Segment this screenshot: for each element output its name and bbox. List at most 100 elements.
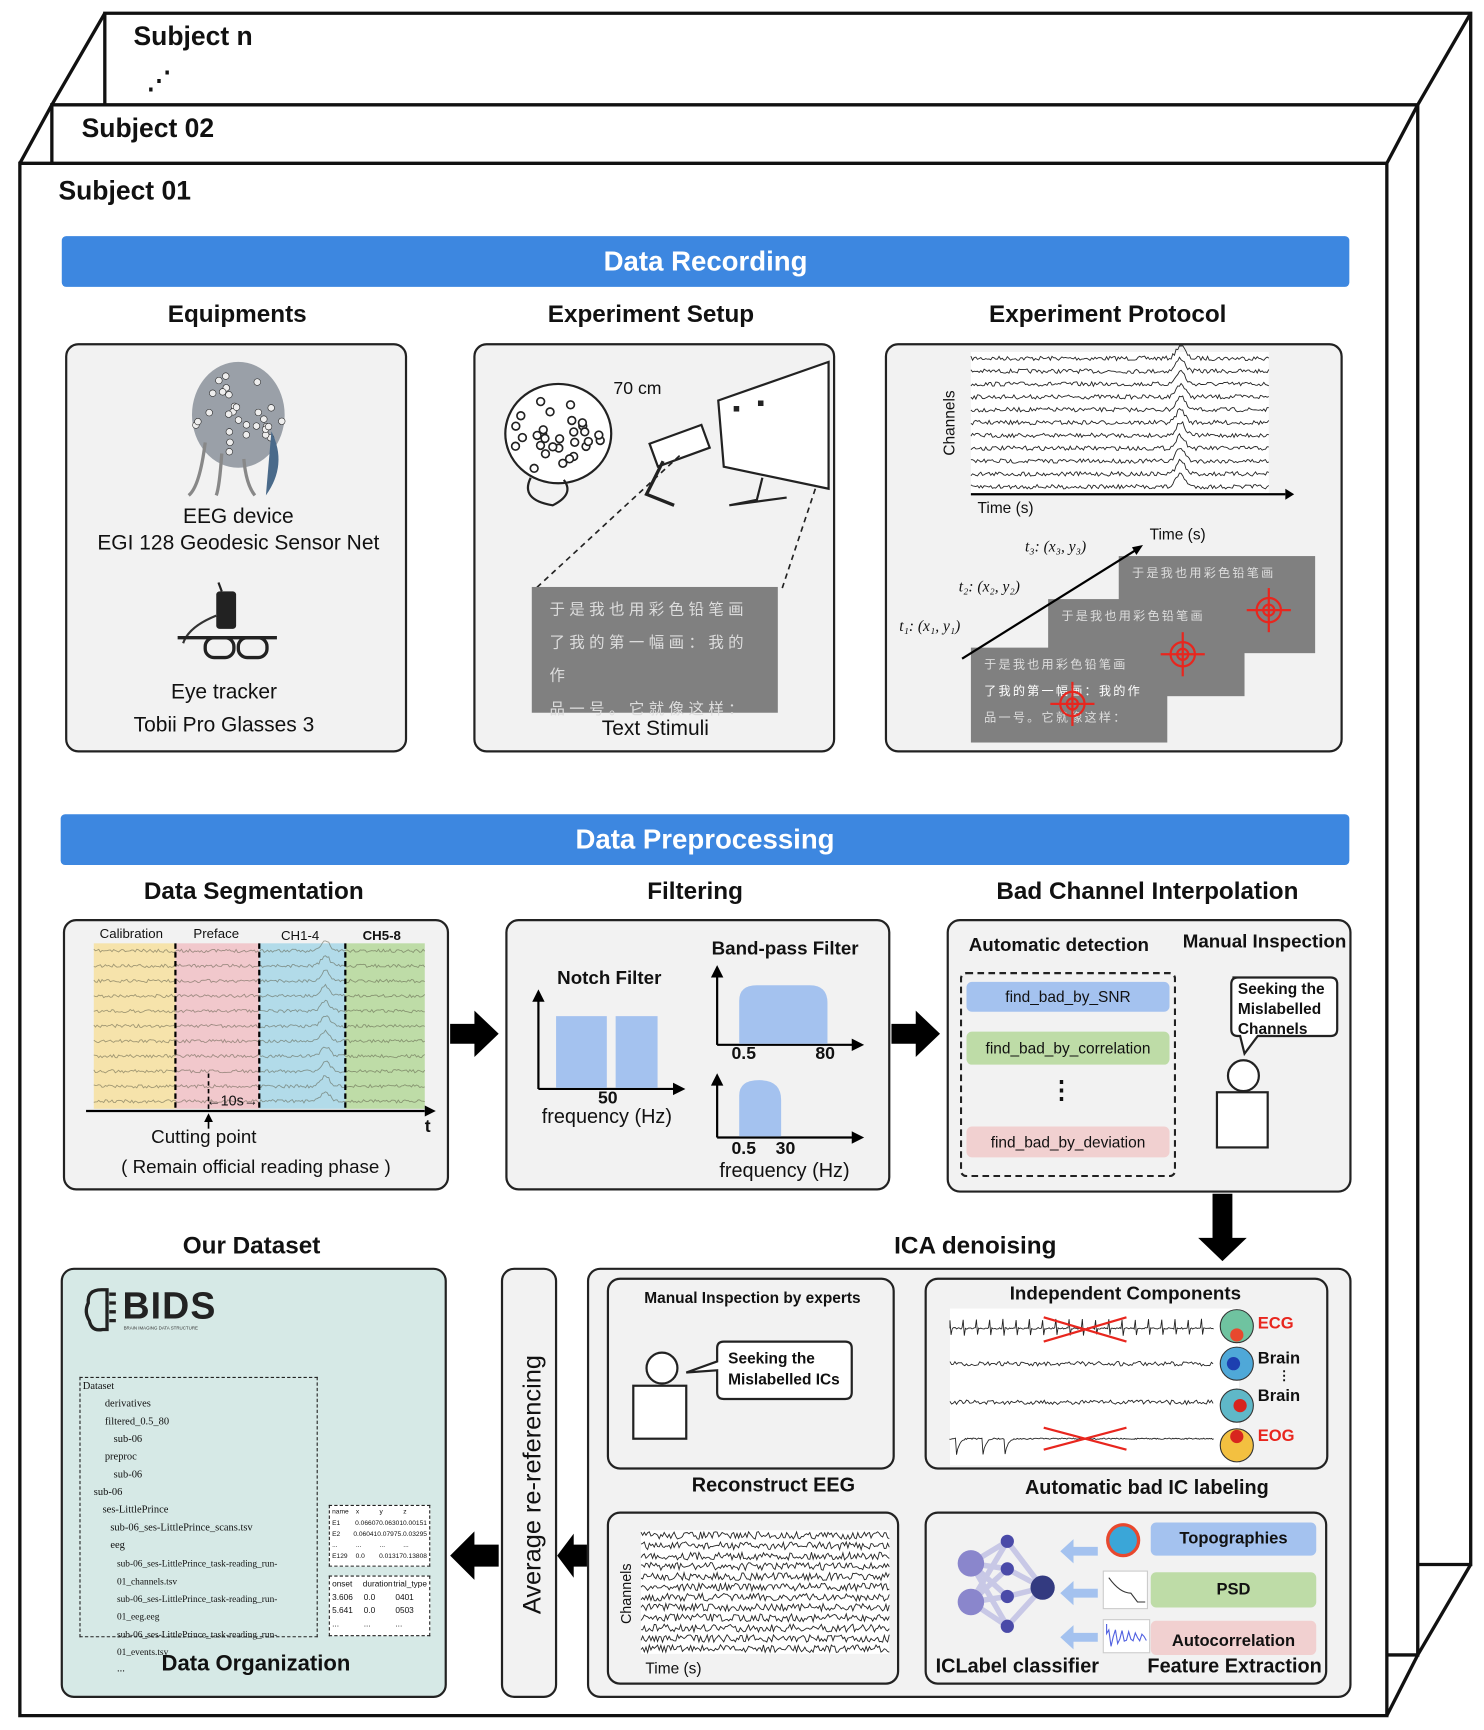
table-cell: 3.606 xyxy=(332,1592,353,1602)
feature-arrow-icon xyxy=(1060,1539,1098,1564)
tree-item: sub-06 xyxy=(113,1434,143,1446)
method-correlation: find_bad_by_correlation xyxy=(966,1031,1170,1065)
eeg-trace xyxy=(970,395,1269,413)
text-stimuli-label: Text Stimuli xyxy=(601,717,709,741)
tree-item: filtered_0.5_80 xyxy=(104,1416,170,1428)
table-cell: 0.01317 xyxy=(379,1553,404,1561)
table-cell: ... xyxy=(332,1618,340,1629)
frequency-axis-label: frequency (Hz) xyxy=(541,1105,672,1128)
tree-item: sub-06 xyxy=(113,1469,143,1481)
phase-label-calibration: Calibration xyxy=(99,925,163,942)
manual-inspection-label: Manual Inspection xyxy=(1182,931,1347,953)
bids-logo-subtitle: BRAIN IMAGING DATA STRUCTURE xyxy=(123,1325,198,1331)
electrode xyxy=(225,428,233,436)
electrode xyxy=(278,417,286,425)
bp2-low: 0.5 xyxy=(731,1139,757,1159)
table-cell: z xyxy=(403,1509,407,1516)
tree-item: sub-06_ses-LittlePrince_task-reading_run… xyxy=(116,1628,278,1658)
tree-item: sub-06_ses-LittlePrince_scans.tsv xyxy=(110,1522,253,1534)
electrode xyxy=(558,458,568,468)
tree-item: preproc xyxy=(104,1451,137,1463)
stimulus-frame-1: 于是我也用彩色铅笔画 了我的第一幅画：我的作 品一号。它就像这样： xyxy=(970,647,1168,743)
electrode xyxy=(535,396,546,407)
ic-label-brain: Brain xyxy=(1257,1349,1301,1369)
subject-02-label: Subject 02 xyxy=(81,113,215,144)
table-cell: duration xyxy=(362,1578,393,1589)
tree-item: ... xyxy=(116,1663,125,1675)
frequency-axis-label-2: frequency (Hz) xyxy=(719,1159,850,1182)
electrode xyxy=(242,421,251,429)
channels-axis-label: Channels xyxy=(617,1563,635,1625)
electrode xyxy=(264,423,273,431)
expert-person-icon xyxy=(632,1340,853,1440)
manual-inspection-title: Manual Inspection by experts xyxy=(644,1288,861,1307)
electrode xyxy=(254,408,262,417)
ellipsis-icon: ⋰ xyxy=(146,66,172,94)
bubble-line: Channels xyxy=(1237,1019,1308,1038)
eye-tracker-image xyxy=(177,582,277,660)
tree-item: eeg xyxy=(110,1540,125,1552)
eeg-trace xyxy=(970,421,1269,439)
detection-methods-group xyxy=(959,972,1177,1178)
tree-item: sub-06 xyxy=(93,1487,123,1499)
subject-n-label: Subject n xyxy=(133,22,253,52)
tree-item: derivatives xyxy=(104,1398,151,1411)
gaze-overlay xyxy=(961,545,1291,726)
eeg-trace xyxy=(93,983,426,999)
topography-map xyxy=(1219,1309,1254,1344)
electrode xyxy=(222,372,230,380)
eeg-trace xyxy=(970,407,1270,426)
electrode xyxy=(540,433,550,444)
cutting-point-label: Cutting point xyxy=(151,1126,257,1148)
electrode xyxy=(194,418,202,426)
electrode xyxy=(516,411,526,421)
electrode xyxy=(570,437,580,447)
electrode xyxy=(564,454,575,464)
eeg-trace xyxy=(640,1550,890,1562)
method-deviation: find_bad_by_deviation xyxy=(966,1126,1170,1158)
bubble-line: Mislabelled xyxy=(1237,999,1322,1018)
eeg-trace xyxy=(970,448,1269,465)
average-rereferencing-label: Average re-referencing xyxy=(517,1355,547,1615)
average-rereferencing-step: Average re-referencing xyxy=(500,1267,558,1698)
bandpass-0.5-80 xyxy=(739,985,828,1044)
bp2-high: 30 xyxy=(775,1139,796,1159)
table-cell: ... xyxy=(355,1542,362,1550)
our-dataset-title: Our Dataset xyxy=(182,1231,321,1259)
electrode xyxy=(511,421,521,431)
segmentation-note: ( Remain official reading phase ) xyxy=(121,1156,391,1178)
eeg-trace xyxy=(970,432,1269,452)
time-axis-label: Time (s) xyxy=(977,498,1034,517)
electrode xyxy=(517,432,528,443)
table-cell: ... xyxy=(403,1542,409,1550)
nn-input-node xyxy=(957,1550,985,1577)
eeg-trace xyxy=(640,1581,890,1593)
file-tree: Dataset derivatives filtered_0.5_80 sub-… xyxy=(79,1376,318,1675)
subject-01-label: Subject 01 xyxy=(58,176,191,207)
stimulus-line: 于是我也用彩色铅笔画 xyxy=(984,657,1128,672)
electrode xyxy=(580,427,590,437)
experiment-setup-panel: 70 cm 于是我也用彩色铅笔画 了我的第一幅画：我的作 品一号。它就像这样： … xyxy=(473,343,836,753)
stimulus-line: 于是我也用彩色铅笔画 xyxy=(1061,609,1205,624)
electrode xyxy=(554,434,565,444)
stimulus-line: 了我的第一幅画：我的作 xyxy=(984,684,1142,699)
electrode xyxy=(535,440,546,451)
stimulus-line: 品一号。它就像这样： xyxy=(549,700,749,719)
electrode xyxy=(225,391,233,399)
feature-arrow-icon xyxy=(1060,1625,1098,1650)
time-axis-label-2: Time (s) xyxy=(1149,525,1206,543)
automatic-ic-labeling-label: Automatic bad IC labeling xyxy=(1024,1476,1269,1499)
equipments-panel: EEG device EGI 128 Geodesic Sensor Net E… xyxy=(65,343,408,753)
table-cell: 5.641 xyxy=(332,1605,353,1616)
table-cell: E1 xyxy=(332,1520,341,1527)
bubble-line: Seeking the xyxy=(728,1349,815,1367)
table-cell: trial_type xyxy=(393,1578,427,1589)
eeg-trace xyxy=(970,382,1269,401)
eeg-trace xyxy=(93,1029,425,1044)
